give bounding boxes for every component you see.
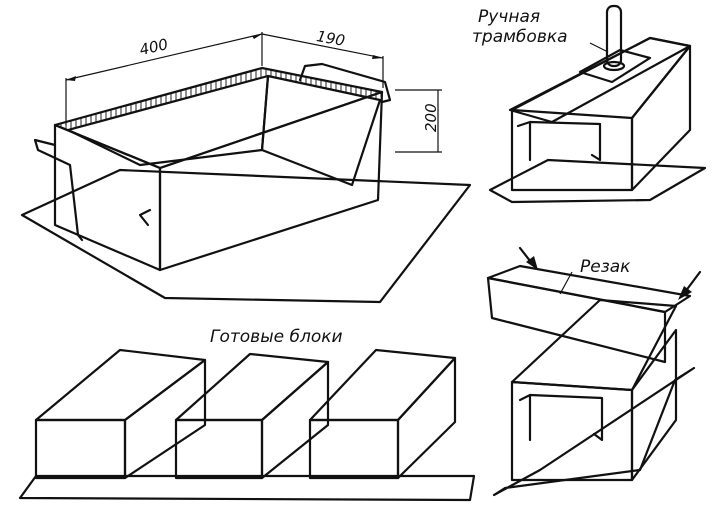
finished-block-3 <box>308 348 457 480</box>
finished-block-2 <box>174 352 330 480</box>
cutter-arrow-right-icon <box>678 286 692 300</box>
cutter-label: Резак <box>580 257 631 277</box>
finished-blocks: Готовые блоки <box>18 327 476 502</box>
dimension-height-label: 200 <box>422 103 440 132</box>
mold-right-handle <box>298 62 392 104</box>
tamper-handle <box>605 4 623 68</box>
cutter-arrow-left-icon <box>526 256 538 270</box>
mold-side-face <box>158 90 384 272</box>
manual-tamper-label-line2: трамбовка <box>472 27 568 47</box>
cutter-mold-handle <box>518 393 604 442</box>
mold-left-handle <box>33 138 84 242</box>
tamper-mold-side <box>630 44 692 192</box>
mold-with-manual-tamper: Ручная трамбовка <box>472 4 707 204</box>
dimension-width-label: 190 <box>315 27 346 50</box>
cutter-board <box>486 276 667 364</box>
manual-tamper-label-line1: Ручная <box>478 7 540 27</box>
dimension-length-label: 400 <box>138 35 170 59</box>
mold-base-plate <box>20 168 472 304</box>
tamper-mold-handle <box>516 120 602 162</box>
mold-with-cutter: Резак <box>486 246 702 497</box>
mold-with-dimensions: 400 190 200 <box>20 27 472 304</box>
blocks-base-plate <box>18 474 476 502</box>
finished-blocks-label: Готовые блоки <box>210 327 343 347</box>
cutter-mold-side <box>630 328 678 482</box>
finished-block-1 <box>34 348 207 480</box>
